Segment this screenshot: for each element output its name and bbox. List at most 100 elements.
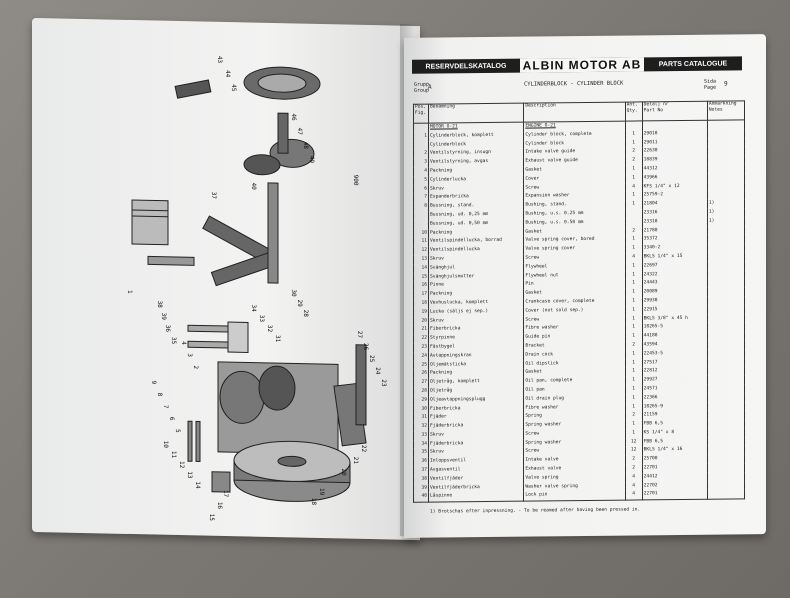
cell-note bbox=[707, 357, 745, 368]
diagram-callout-label: 47 bbox=[296, 127, 303, 135]
diagram-callout-label: 1 bbox=[126, 290, 133, 294]
diagram-callout-label: 35 bbox=[170, 337, 177, 345]
cell-qty bbox=[625, 120, 643, 131]
cell-note bbox=[707, 252, 745, 262]
cell-qty: 1 bbox=[625, 350, 643, 360]
header-company: ALBIN MOTOR AB bbox=[520, 57, 644, 73]
cell-note bbox=[707, 384, 745, 394]
cell-pos: 10 bbox=[413, 229, 429, 239]
group-label: Grupp Group bbox=[414, 81, 430, 94]
cell-pos: 37 bbox=[413, 466, 429, 476]
cell-qty: 1 bbox=[625, 358, 643, 368]
diagram-callout-label: 43 bbox=[216, 56, 223, 64]
diagram-callout-label: 46 bbox=[290, 113, 297, 121]
cell-note bbox=[707, 146, 745, 156]
cell-qty: 1 bbox=[625, 200, 643, 210]
cell-note bbox=[707, 173, 745, 183]
cell-pos: 6 bbox=[413, 185, 429, 195]
cell-pos: 14 bbox=[413, 264, 429, 274]
cell-note: 1) bbox=[707, 217, 745, 227]
diagram-callout-label: 30 bbox=[290, 289, 297, 297]
cell-note bbox=[707, 322, 745, 332]
col-qty: Ant. Qty. bbox=[625, 101, 643, 122]
parts-table: Pos. Fig. Benämning Description Ant. Qty… bbox=[413, 100, 745, 503]
cell-note bbox=[707, 119, 745, 130]
diagram-callout-label: 25 bbox=[368, 355, 375, 363]
diagram-callout-label: 12 bbox=[178, 461, 185, 469]
valves bbox=[187, 321, 249, 353]
diagram-callout-label: 31 bbox=[274, 335, 281, 343]
right-page: RESERVDELSKATALOG ALBIN MOTOR AB PARTS C… bbox=[404, 34, 766, 538]
diagram-callout-label: 49 bbox=[308, 156, 315, 164]
cell-pos: 39 bbox=[413, 484, 429, 494]
cell-note bbox=[707, 481, 745, 491]
cell-pos: 35 bbox=[413, 449, 429, 459]
cell-pos: 38 bbox=[413, 475, 429, 485]
cell-qty: 2 bbox=[625, 464, 643, 474]
cell-note bbox=[707, 234, 745, 244]
diagram-callout-label: 6 bbox=[168, 417, 175, 421]
diagram-callout-label: 33 bbox=[258, 315, 265, 323]
cell-qty bbox=[625, 218, 643, 228]
crankshaft bbox=[202, 182, 279, 287]
cell-note bbox=[707, 287, 745, 297]
cell-qty: 4 bbox=[625, 490, 643, 501]
cell-qty: 4 bbox=[625, 182, 643, 192]
col-swedish: Benämning bbox=[428, 103, 524, 124]
cell-pos bbox=[413, 220, 429, 230]
diagram-callout-label: 5 bbox=[174, 429, 181, 433]
cell-pos: 15 bbox=[413, 273, 429, 283]
cell-qty: 2 bbox=[625, 455, 643, 465]
diagram-callout-label: 32 bbox=[266, 325, 273, 333]
cell-qty: 1 bbox=[625, 279, 643, 289]
cell-qty: 1 bbox=[625, 235, 643, 245]
diagram-callout-label: 17 bbox=[222, 490, 229, 498]
col-part-no: Detalj nr Part No bbox=[642, 101, 708, 121]
cell-qty: 4 bbox=[625, 473, 643, 483]
cell-pos bbox=[413, 141, 429, 151]
diagram-callout-label: 14 bbox=[194, 481, 201, 489]
cell-note bbox=[707, 305, 745, 315]
page-number: 9 bbox=[724, 80, 728, 88]
cell-pos: 30 bbox=[413, 405, 429, 415]
cell-pos: 32 bbox=[413, 422, 429, 432]
cell-pos: 34 bbox=[413, 440, 429, 450]
cell-note bbox=[707, 155, 745, 165]
cell-note bbox=[707, 129, 745, 139]
page-label: Sida Page bbox=[704, 78, 717, 91]
diagram-callout-label: 36 bbox=[164, 325, 171, 333]
diagram-callout-label: 4 bbox=[180, 341, 187, 345]
cell-pos: 13 bbox=[413, 255, 429, 265]
cell-qty: 2 bbox=[625, 226, 643, 236]
cell-qty: 1 bbox=[625, 191, 643, 201]
diagram-callout-label: 27 bbox=[356, 331, 363, 339]
cell-qty: 4 bbox=[625, 253, 643, 263]
cell-pos: 3 bbox=[413, 158, 429, 168]
cell-qty: 2 bbox=[625, 147, 643, 157]
diagram-callout-label: 15 bbox=[208, 514, 215, 522]
flywheel bbox=[233, 440, 351, 502]
cell-note bbox=[707, 393, 745, 403]
cell-pos: 33 bbox=[413, 431, 429, 441]
footnote: 1) Brotschas efter inpressning. - To be … bbox=[430, 507, 641, 515]
cell-qty: 1 bbox=[625, 376, 643, 386]
cell-pos: 11 bbox=[413, 237, 429, 247]
cell-qty: 1 bbox=[625, 244, 643, 254]
diagram-callout-label: 13 bbox=[186, 471, 193, 479]
cell-note bbox=[707, 296, 745, 306]
cell-note bbox=[707, 463, 745, 473]
cell-pos: 7 bbox=[413, 194, 429, 203]
cell-pos bbox=[413, 211, 429, 221]
diagram-callout-label: 40 bbox=[250, 183, 257, 191]
cell-pos: 20 bbox=[413, 317, 429, 327]
cell-pos: 4 bbox=[413, 167, 429, 177]
cell-note bbox=[707, 269, 745, 280]
gear-assembly bbox=[174, 66, 321, 176]
piston bbox=[131, 199, 195, 266]
diagram-callout-label: 39 bbox=[160, 313, 167, 321]
cell-pos: 8 bbox=[413, 202, 429, 212]
cell-qty: 1 bbox=[625, 394, 643, 404]
diagram-callout-label: 26 bbox=[362, 343, 369, 351]
